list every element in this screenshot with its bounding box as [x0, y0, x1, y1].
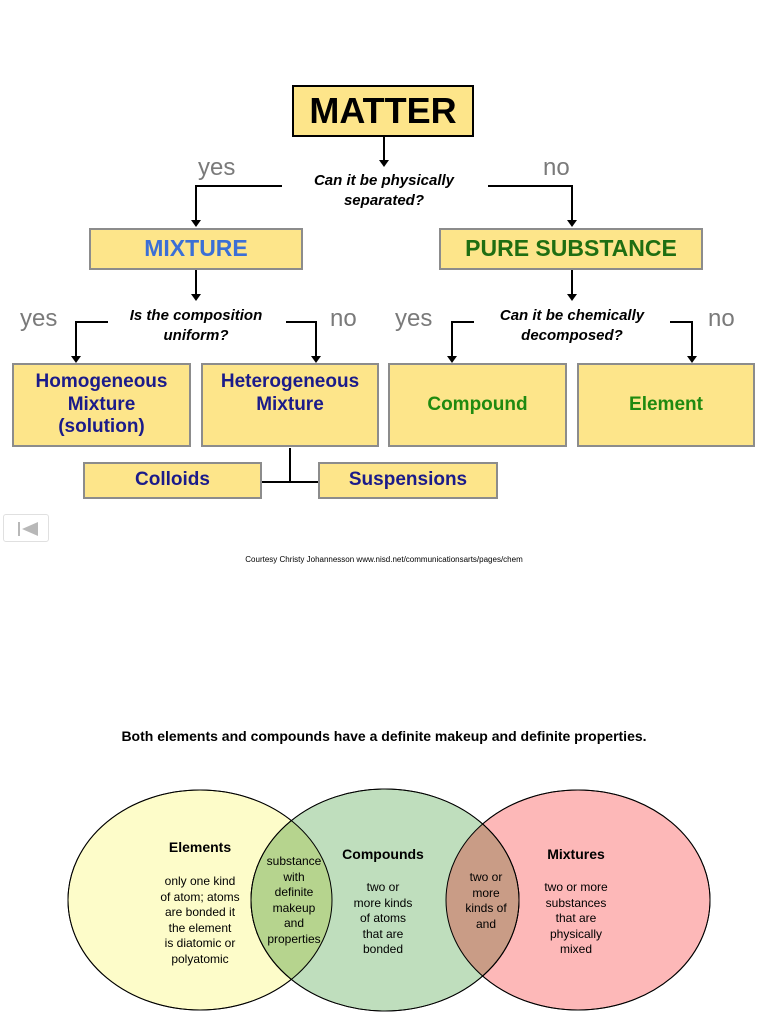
courtesy-text: Courtesy Christy Johannesson www.nisd.ne…	[245, 555, 523, 564]
slide-back-button[interactable]	[3, 514, 49, 542]
overlap-compounds-mixtures-text: two or more kinds of and	[465, 870, 507, 931]
compound-box: Compound	[388, 363, 567, 447]
heterogeneous-mixture-box: Heterogeneous Mixture	[201, 363, 379, 447]
no-label-top: no	[543, 154, 570, 181]
compounds-title: Compounds	[342, 846, 424, 862]
compound-label: Compound	[427, 393, 528, 415]
mixture-label: MIXTURE	[144, 235, 248, 262]
no-label-chemical: no	[708, 305, 735, 332]
colloids-box: Colloids	[83, 462, 262, 499]
elements-title: Elements	[168, 839, 232, 855]
matter-label: MATTER	[309, 90, 457, 132]
first-slide-icon	[18, 522, 38, 536]
mixtures-text: two or more substances that are physical…	[544, 880, 608, 957]
pure-substance-label: PURE SUBSTANCE	[465, 235, 677, 262]
matter-box: MATTER	[292, 85, 474, 137]
homogeneous-label: Homogeneous Mixture (solution)	[35, 370, 168, 438]
yes-label-chemical: yes	[395, 305, 433, 332]
question-chemically-decomposed: Can it be chemically decomposed?	[499, 307, 645, 344]
suspensions-box: Suspensions	[318, 462, 498, 499]
question-composition-uniform: Is the composition uniform?	[129, 307, 263, 344]
suspensions-label: Suspensions	[348, 469, 468, 491]
yes-label-uniform: yes	[20, 305, 58, 332]
colloids-label: Colloids	[135, 469, 210, 491]
element-label: Element	[629, 393, 703, 415]
heterogeneous-label: Heterogeneous Mixture	[220, 371, 360, 415]
overlap-elements-compounds-text: substance with definite makeup and prope…	[266, 854, 322, 946]
pure-substance-box: PURE SUBSTANCE	[439, 228, 703, 270]
no-label-uniform: no	[330, 305, 357, 332]
yes-label-top: yes	[198, 154, 236, 181]
mixture-box: MIXTURE	[89, 228, 303, 270]
element-box: Element	[577, 363, 755, 447]
elements-text: only one kind of atom; atoms are bonded …	[160, 874, 240, 966]
question-physically-separated: Can it be physically separated?	[313, 172, 455, 209]
mixtures-title: Mixtures	[547, 846, 605, 862]
venn-caption: Both elements and compounds have a defin…	[121, 728, 647, 744]
homogeneous-mixture-box: Homogeneous Mixture (solution)	[12, 363, 191, 447]
compounds-text: two or more kinds of atoms that are bond…	[353, 880, 413, 957]
